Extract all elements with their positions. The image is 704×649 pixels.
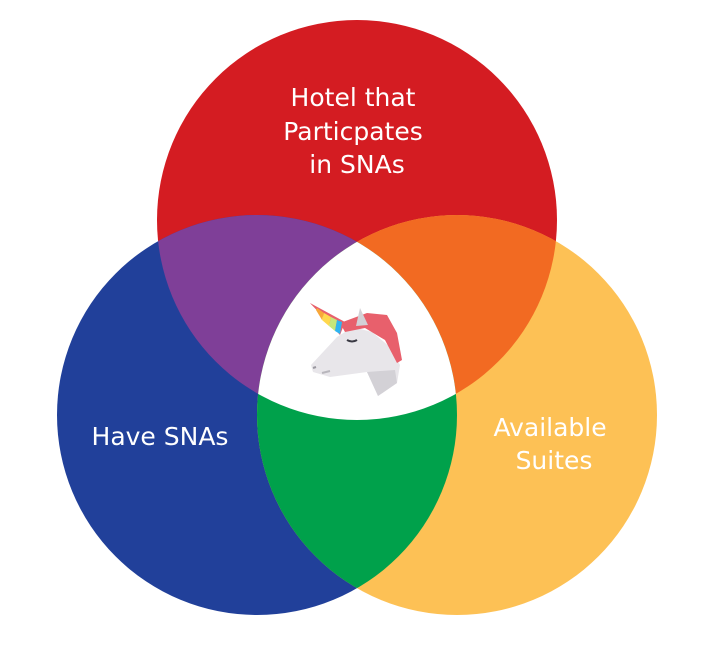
label-red: Hotel that Particpates in SNAs xyxy=(283,83,430,179)
unicorn-icon xyxy=(310,303,402,396)
label-yellow: Available Suites xyxy=(493,413,614,475)
label-blue: Have SNAs xyxy=(92,422,229,451)
